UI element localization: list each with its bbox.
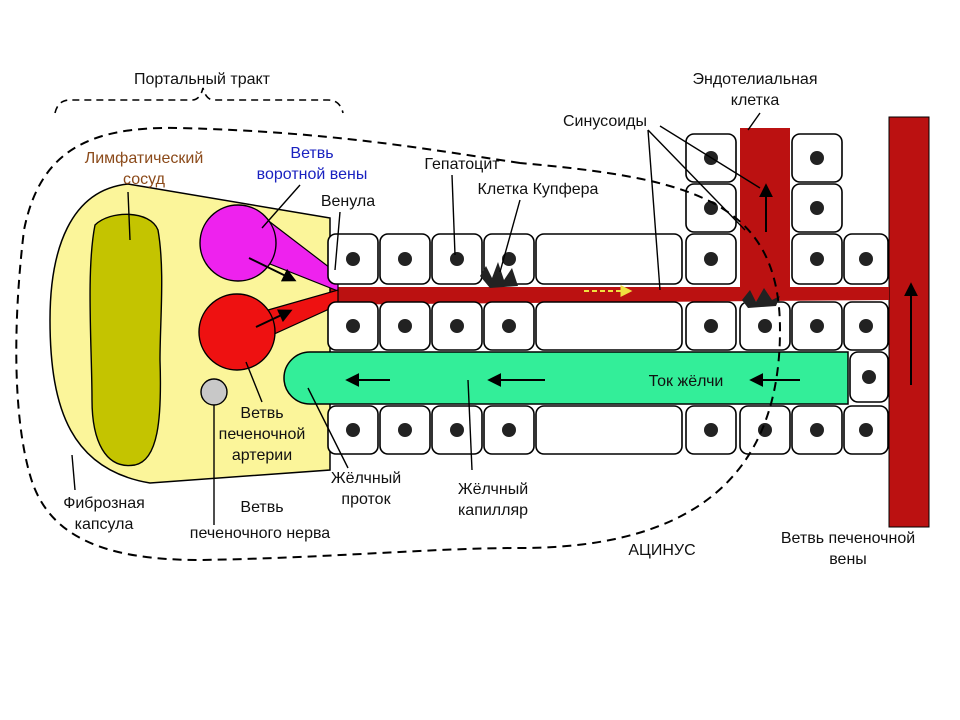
label-lymph-vessel-1: Лимфатический bbox=[85, 150, 204, 167]
label-endothelial-cell-1: Эндотелиальная bbox=[693, 71, 818, 88]
label-bile-duct-2: проток bbox=[341, 491, 391, 508]
leader-artery bbox=[245, 361, 263, 403]
label-hepatic-nerve-2: печеночного нерва bbox=[190, 525, 331, 542]
label-hepatic-vein-1: Ветвь печеночной bbox=[781, 530, 915, 547]
kupffer-cell bbox=[742, 288, 780, 308]
label-endothelial-cell-2: клетка bbox=[731, 92, 780, 109]
label-acinus: АЦИНУС bbox=[628, 542, 695, 559]
bile-channel bbox=[283, 351, 849, 405]
label-hepatic-nerve-1: Ветвь bbox=[240, 499, 283, 516]
label-hepatic-artery-3: артерии bbox=[232, 447, 292, 464]
label-hepatic-artery-1: Ветвь bbox=[240, 405, 283, 422]
leader-sinusoid-1 bbox=[647, 129, 661, 291]
hepatocyte-long bbox=[535, 405, 683, 455]
label-hepatic-artery-2: печеночной bbox=[219, 426, 306, 443]
portal-tract-brace bbox=[54, 87, 344, 114]
hepatocyte-row-middle bbox=[327, 301, 889, 403]
label-bile-capillary-2: капилляр bbox=[458, 502, 528, 519]
hepatic-artery-branch bbox=[198, 293, 276, 371]
fibrous-capsule-outline bbox=[15, 126, 782, 562]
label-hepatic-vein-2: вены bbox=[829, 551, 867, 568]
label-portal-vein-1: Ветвь bbox=[290, 145, 333, 162]
label-lymph-vessel-2: сосуд bbox=[123, 171, 166, 188]
label-bile-flow: Ток жёлчи bbox=[649, 373, 724, 390]
leader-capsule bbox=[71, 454, 76, 491]
label-portal-vein-2: воротной вены bbox=[257, 166, 368, 183]
kupffer-cell bbox=[480, 262, 518, 288]
hepatic-nerve-branch bbox=[200, 378, 228, 406]
leader-endothelial bbox=[747, 112, 761, 131]
label-sinusoids: Синусоиды bbox=[563, 113, 647, 130]
portal-vein-arrow bbox=[248, 257, 297, 282]
leader-kupffer bbox=[499, 199, 521, 273]
leader-venule bbox=[334, 211, 341, 271]
label-bile-duct-1: Жёлчный bbox=[331, 470, 401, 487]
hepatocyte-row-top bbox=[327, 233, 889, 285]
hepatic-vein-branch bbox=[888, 116, 930, 528]
leader-portal-vein bbox=[261, 184, 301, 229]
lymphatic-vessel bbox=[89, 213, 163, 467]
sinusoid-horizontal bbox=[290, 287, 889, 305]
leader-bile-duct bbox=[307, 387, 349, 469]
hepatic-artery-arrow bbox=[255, 309, 293, 328]
label-fibrous-capsule-1: Фиброзная bbox=[63, 495, 145, 512]
portal-vein-branch bbox=[199, 204, 277, 282]
leader-sinusoid-2 bbox=[647, 129, 746, 231]
label-kupffer-cell: Клетка Купфера bbox=[478, 181, 599, 198]
leader-bile-capillary bbox=[467, 379, 473, 471]
hepatocyte-long bbox=[535, 233, 683, 285]
label-venule: Венула bbox=[321, 193, 375, 210]
leader-hepatocyte bbox=[451, 174, 456, 256]
hepatocyte-row-bottom bbox=[327, 405, 889, 455]
leader-lymph bbox=[127, 191, 131, 241]
label-hepatocyte: Гепатоцит bbox=[424, 156, 500, 173]
label-portal-tract: Портальный тракт bbox=[134, 71, 271, 88]
label-bile-capillary-1: Жёлчный bbox=[458, 481, 528, 498]
leader-sinusoid-3 bbox=[659, 125, 761, 189]
hepatocyte-long bbox=[535, 301, 683, 351]
label-fibrous-capsule-2: капсула bbox=[75, 516, 134, 533]
